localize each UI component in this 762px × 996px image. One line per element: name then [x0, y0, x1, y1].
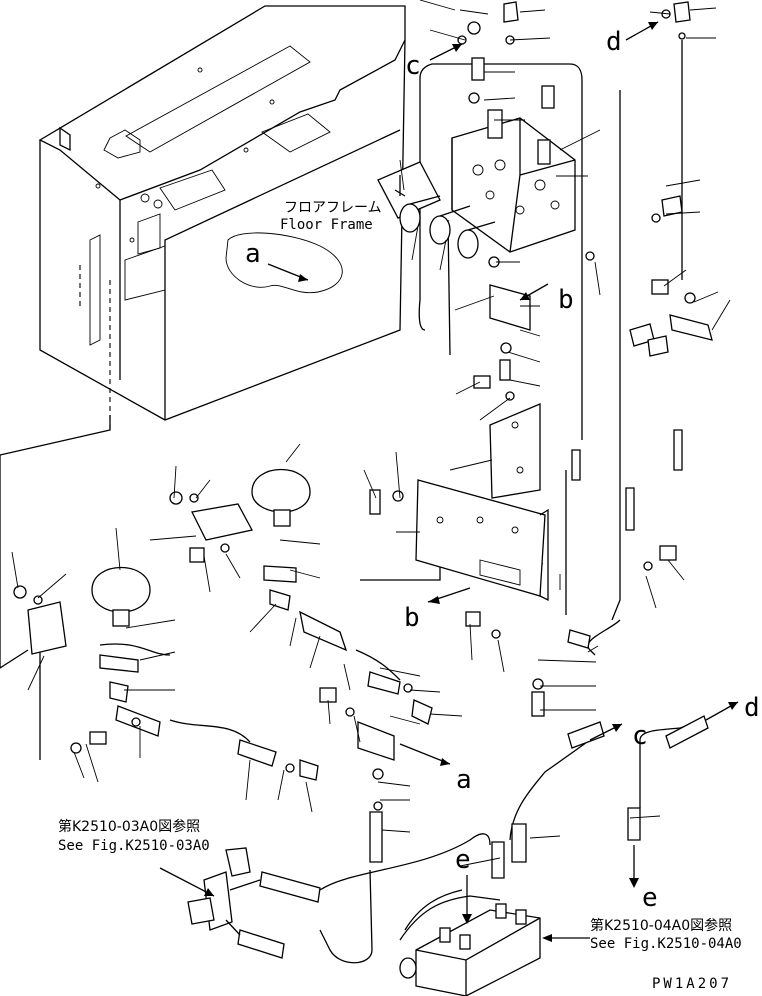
callout-d-top: d	[606, 27, 622, 57]
cab-body	[38, 5, 406, 421]
reference-right-jp: 第K2510-04A0図参照	[590, 917, 732, 934]
reference-left-jp: 第K2510-03A0図参照	[58, 818, 200, 835]
callout-d-bottom: d	[744, 693, 760, 723]
reference-assembly-left	[187, 847, 321, 959]
floor-frame-label-jp: フロアフレーム	[284, 200, 382, 216]
accumulators	[27, 469, 311, 655]
annotation-text: フロアフレーム Floor Frame 第K2510-03A0図参照 See F…	[58, 200, 742, 992]
callout-b-bottom: b	[404, 603, 420, 633]
valve-block	[451, 109, 576, 253]
callout-a-top: a	[245, 239, 261, 269]
callout-c-top: c	[405, 51, 421, 81]
callout-letters: c d a b b a c d e e	[245, 27, 760, 913]
mounting-brackets	[415, 284, 713, 602]
callout-e-right: e	[642, 883, 658, 913]
floor-frame-connectors	[377, 161, 496, 259]
callout-e-center: e	[455, 845, 471, 875]
reference-right-en: See Fig.K2510-04A0	[590, 936, 742, 952]
accumulator-left	[27, 567, 151, 655]
callout-arrows	[159, 21, 739, 942]
leader-lines	[11, 0, 731, 867]
drawing-code: PW1A207	[652, 976, 732, 992]
fittings	[99, 1, 709, 879]
reference-left-en: See Fig.K2510-03A0	[58, 838, 210, 854]
callout-c-bottom: c	[632, 721, 648, 751]
callout-a-bottom: a	[456, 765, 472, 795]
floor-frame-label-en: Floor Frame	[280, 217, 373, 233]
accumulator-right	[191, 469, 311, 541]
lower-manifold-block	[399, 889, 541, 996]
bolts-and-washers	[13, 9, 696, 811]
callout-b-top: b	[558, 285, 574, 315]
